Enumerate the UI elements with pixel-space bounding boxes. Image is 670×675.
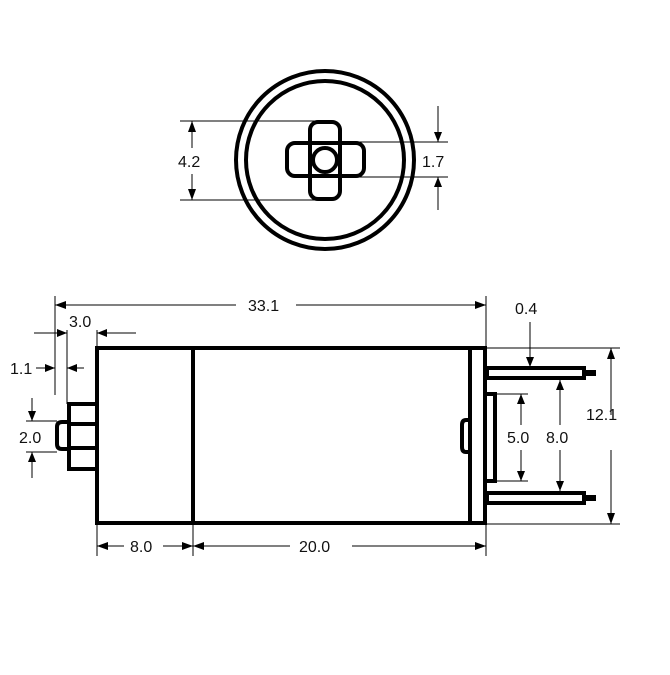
side-view: 33.1 3.0 1.1 2.0: [10, 296, 620, 556]
end-bump: [460, 418, 470, 454]
terminal-vertical-tab: [308, 120, 342, 201]
terminal-bottom: [485, 491, 596, 505]
dim-center-hole: 1.7: [350, 106, 448, 210]
dim-terminal-spacing: 8.0: [546, 380, 568, 491]
dim-base-height: 5.0: [497, 393, 529, 482]
dim-overall-length: 33.1: [54, 296, 487, 395]
dim-stud-length: 3.0: [34, 314, 136, 404]
dim-label-3-0: 3.0: [69, 314, 91, 331]
terminal-base: [485, 392, 497, 483]
dim-terminal-height: 4.2: [178, 120, 315, 201]
dim-stud-tip-height: 2.0: [19, 398, 57, 478]
dim-body-diameter: 12.1: [486, 347, 620, 525]
dim-terminal-thickness: 0.4: [515, 301, 537, 367]
capacitor-body: [95, 346, 487, 525]
terminal-top: [485, 366, 596, 380]
terminal-horizontal-tab: [285, 141, 366, 178]
dim-label-8-0-cap: 8.0: [130, 539, 152, 556]
dim-label-5-0: 5.0: [507, 430, 529, 447]
end-view-outer-rim: [234, 69, 416, 251]
dim-label-1-7: 1.7: [422, 154, 444, 171]
dim-label-20-0: 20.0: [299, 539, 330, 556]
end-view-inner-rim: [244, 79, 406, 241]
dim-label-33-1: 33.1: [248, 298, 279, 315]
end-view: 4.2 1.7: [178, 69, 448, 251]
dim-label-4-2: 4.2: [178, 154, 200, 171]
dim-stud-tip: 1.1: [10, 361, 84, 378]
dim-label-2-0: 2.0: [19, 430, 41, 447]
dim-label-8-0-spacing: 8.0: [546, 430, 568, 447]
dim-label-0-4: 0.4: [515, 301, 537, 318]
dim-cap-length: 8.0: [96, 525, 487, 556]
mounting-stud: [55, 402, 99, 471]
dim-label-12-1: 12.1: [586, 407, 617, 424]
dim-label-1-1: 1.1: [10, 361, 32, 378]
dim-body-length: 20.0: [193, 539, 486, 556]
center-hole: [311, 146, 339, 174]
